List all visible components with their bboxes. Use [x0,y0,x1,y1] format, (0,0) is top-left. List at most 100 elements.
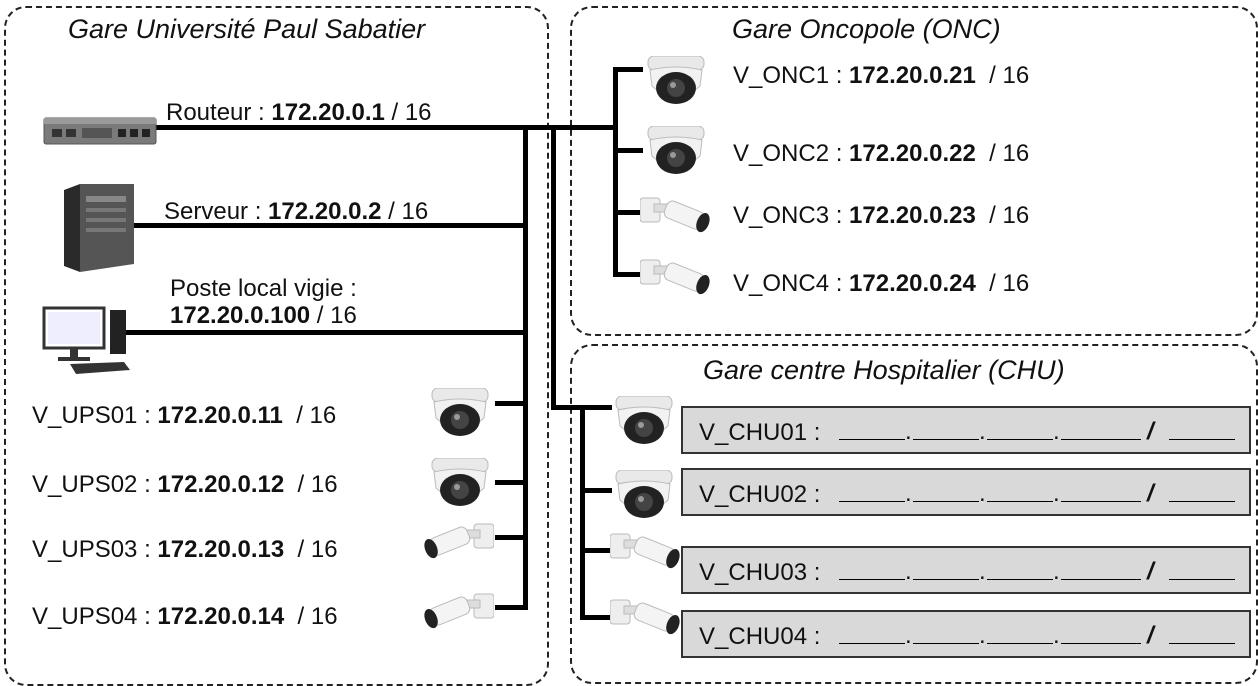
onc4-label: V_ONC4 : 172.20.0.24 / 16 [733,272,1029,296]
chu02-dot: . [905,480,912,507]
chu04-ip-box: V_CHU04 : . . . / [681,610,1251,658]
chu04-dot: . [1053,622,1060,649]
chu02-dot: . [1053,480,1060,507]
bullet-camera-icon [640,197,712,235]
ups01-ip: 172.20.0.11 [157,402,283,429]
wire-ups04 [495,605,528,610]
chu03-dot: . [905,558,912,585]
chu02-octet2-field[interactable] [913,501,979,502]
chu01-dot: . [905,418,912,445]
chu03-octet2-field[interactable] [913,579,979,580]
dome-camera-icon [615,396,673,445]
chu01-dot: . [1053,418,1060,445]
chu02-slash: / [1147,480,1154,507]
chu03-octet3-field[interactable] [987,579,1053,580]
chu02-mask-field[interactable] [1169,501,1235,502]
onc2-mask: / 16 [975,140,1030,167]
wire-onc4 [613,272,643,277]
wire-chu-trunk [551,125,556,410]
chu03-ip-box: V_CHU03 : . . . / [681,546,1251,594]
router-label: Routeur : 172.20.0.1 / 16 [166,101,432,125]
ups04-name: V_UPS04 : [32,603,158,630]
chu01-dot: . [979,418,986,445]
chu02-octet4-field[interactable] [1061,501,1141,502]
wire-chu-vertical [580,405,585,620]
wire-chu01 [580,405,612,410]
chu01-slash: / [1147,418,1154,445]
ups02-label: V_UPS02 : 172.20.0.12 / 16 [32,473,338,497]
ups02-mask: / 16 [284,471,338,498]
ups01-label: V_UPS01 : 172.20.0.11 / 16 [32,404,336,428]
chu04-mask-field[interactable] [1169,643,1235,644]
wire-server [120,223,528,228]
ups02-ip: 172.20.0.12 [157,471,285,498]
chu01-octet2-field[interactable] [913,439,979,440]
chu04-octet3-field[interactable] [987,643,1053,644]
chu04-slash: / [1147,622,1154,649]
dome-camera-icon [615,470,673,519]
ups03-ip: 172.20.0.13 [157,536,285,563]
wire-onc3 [613,210,643,215]
ups03-name: V_UPS03 : [32,536,158,563]
post-label-line1: Poste local vigie : [170,275,357,302]
onc1-name: V_ONC1 : [733,62,850,89]
onc1-label: V_ONC1 : 172.20.0.21 / 16 [733,64,1029,88]
server-ip: 172.20.0.2 [268,198,382,225]
router-icon [43,117,157,145]
wire-ups-trunk [523,125,528,610]
zone-onc-title: Gare Oncopole (ONC) [732,14,1001,44]
chu03-dot: . [979,558,986,585]
chu02-name: V_CHU02 : [699,481,821,508]
chu02-octet1-field[interactable] [839,501,905,502]
dome-camera-icon [431,388,489,437]
chu01-ip-box: V_CHU01 : . . . / [681,406,1251,454]
chu03-name: V_CHU03 : [699,559,821,586]
ups01-name: V_UPS01 : [32,402,158,429]
post-label-line2: 172.20.0.100 / 16 [170,304,357,328]
chu03-slash: / [1147,558,1154,585]
server-label: Serveur : 172.20.0.2 / 16 [164,200,428,224]
dome-camera-icon [647,126,705,175]
chu01-octet1-field[interactable] [839,439,905,440]
post-ip: 172.20.0.100 [170,302,311,329]
post-mask: / 16 [310,302,357,329]
chu01-octet3-field[interactable] [987,439,1053,440]
chu03-mask-field[interactable] [1169,579,1235,580]
chu01-mask-field[interactable] [1169,439,1235,440]
onc4-ip: 172.20.0.24 [849,270,976,297]
onc4-name: V_ONC4 : [733,270,850,297]
chu04-dot: . [979,622,986,649]
zone-onc [570,6,1258,336]
server-icon [64,184,134,272]
chu04-dot: . [905,622,912,649]
chu04-octet2-field[interactable] [913,643,979,644]
bullet-camera-icon [422,523,494,561]
onc3-label: V_ONC3 : 172.20.0.23 / 16 [733,204,1029,228]
onc3-name: V_ONC3 : [733,202,850,229]
server-prefix: Serveur : [164,198,269,225]
chu04-octet1-field[interactable] [839,643,905,644]
chu03-octet4-field[interactable] [1061,579,1141,580]
chu02-dot: . [979,480,986,507]
ups01-mask: / 16 [282,402,337,429]
wire-chu02 [580,488,612,493]
chu04-name: V_CHU04 : [699,623,821,650]
router-mask: / 16 [384,99,432,126]
bullet-camera-icon [640,259,712,297]
dome-camera-icon [647,56,705,105]
ups02-name: V_UPS02 : [32,471,158,498]
wire-onc2 [613,148,643,153]
wire-onc1 [613,67,643,72]
bullet-camera-icon [610,599,682,637]
wire-ups01 [495,401,528,406]
wire-router [156,125,618,130]
chu01-octet4-field[interactable] [1061,439,1141,440]
wire-post [120,330,528,335]
chu03-octet1-field[interactable] [839,579,905,580]
ups04-ip: 172.20.0.14 [157,603,285,630]
chu04-octet4-field[interactable] [1061,643,1141,644]
chu02-octet3-field[interactable] [987,501,1053,502]
onc4-mask: / 16 [975,270,1030,297]
ups04-label: V_UPS04 : 172.20.0.14 / 16 [32,605,338,629]
dome-camera-icon [431,458,489,507]
